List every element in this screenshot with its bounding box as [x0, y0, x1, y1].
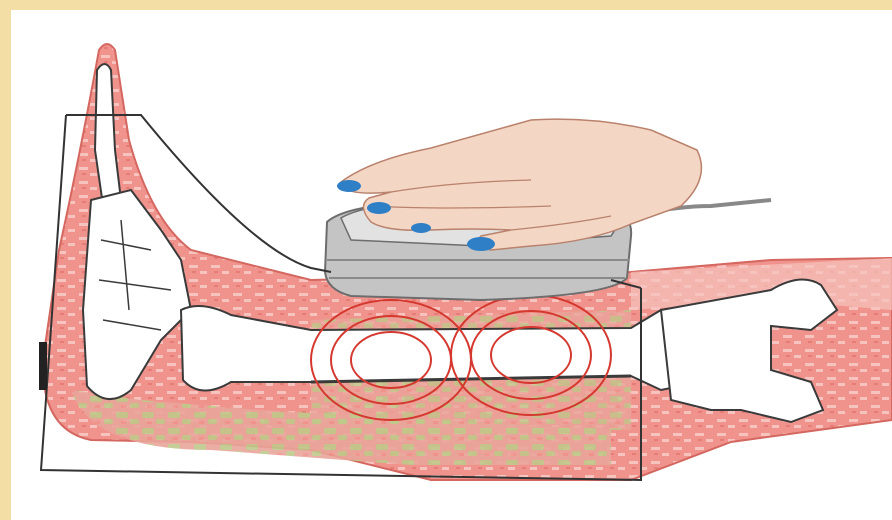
ultrasound-illustration [11, 10, 892, 520]
nail-4 [411, 223, 431, 233]
nail-1 [337, 180, 361, 192]
nail-3 [467, 237, 495, 251]
nail-2 [367, 202, 391, 214]
illustration-canvas [11, 10, 892, 520]
